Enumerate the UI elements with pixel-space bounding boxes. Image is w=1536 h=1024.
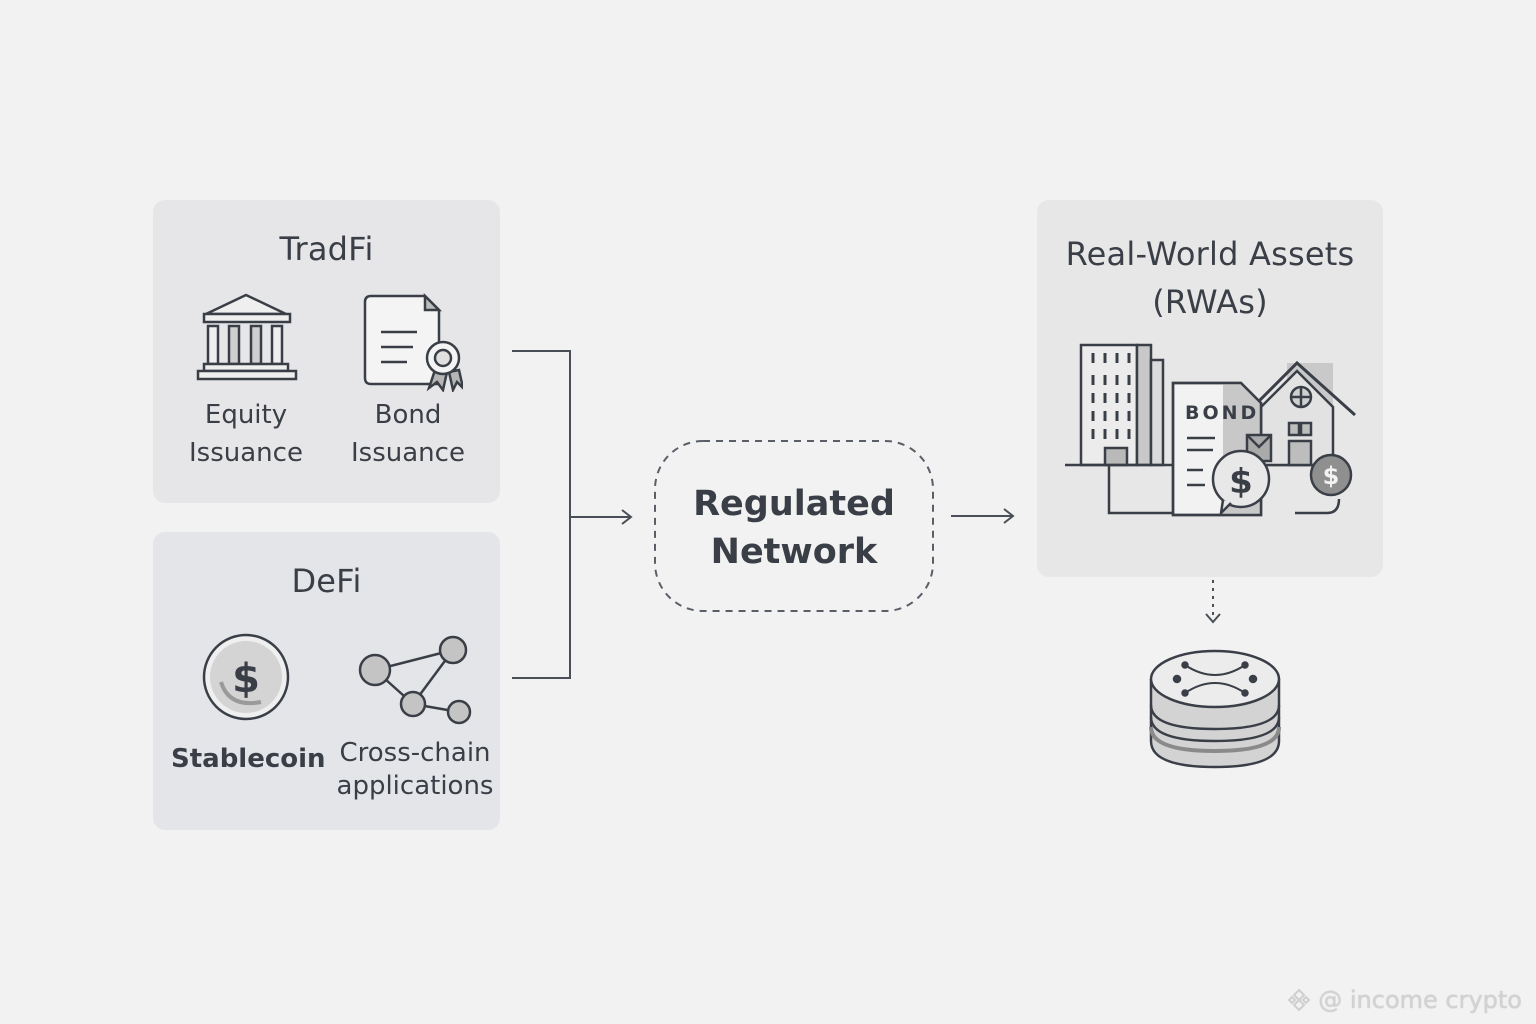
stablecoin-item: $ Stablecoin (171, 632, 326, 778)
rwa-panel: Real-World Assets (RWAs) (1037, 200, 1383, 577)
dotted-arrow-head (1205, 613, 1221, 624)
small-coin-dollar-sign: $ (1323, 462, 1340, 490)
bracket-connector (512, 350, 571, 679)
network-nodes-icon (358, 635, 472, 725)
bond-text: BOND (1185, 402, 1259, 424)
defi-panel: DeFi $ Stablecoin Cross-chain applicatio… (153, 532, 500, 830)
stablecoin-label: Stablecoin (171, 744, 326, 774)
arrow-head-network (621, 509, 633, 525)
watermark: @ income crypto (1286, 986, 1522, 1014)
cross-chain-item: Cross-chain applications (335, 632, 495, 803)
office-building-icon (1079, 343, 1165, 467)
regulated-network-label: Regulated Network (693, 484, 895, 572)
bond-issuance-label: Bond Issuance (351, 400, 465, 468)
house-icon (1253, 360, 1357, 467)
coin-dollar-sign: $ (232, 656, 260, 702)
binance-logo-icon (1287, 988, 1311, 1012)
rwa-title-line1: Real-World Assets (1065, 235, 1355, 273)
equity-issuance-item: Equity Issuance (171, 292, 321, 472)
rwa-title-line2: (RWAs) (1152, 283, 1268, 321)
certificate-document-icon (363, 292, 463, 392)
rwa-illustration: BOND $ $ (1065, 343, 1357, 517)
token-stack-icon (1149, 649, 1281, 769)
watermark-text: @ income crypto (1318, 986, 1522, 1014)
cross-chain-label: Cross-chain applications (336, 738, 494, 801)
small-coin-icon (1309, 453, 1353, 497)
tradfi-title: TradFi (279, 230, 374, 268)
equity-issuance-label: Equity Issuance (189, 400, 303, 468)
arrow-head-rwa (1003, 508, 1015, 524)
bond-document-icon (1171, 381, 1273, 517)
dollar-coin-icon: $ (202, 633, 290, 721)
rwa-title: Real-World Assets (RWAs) (1037, 230, 1383, 326)
bond-issuance-item: Bond Issuance (333, 292, 483, 472)
tradfi-panel: TradFi Equity Issuance (153, 200, 500, 503)
defi-title: DeFi (291, 562, 362, 600)
bank-building-icon (196, 293, 298, 381)
regulated-network-box (654, 440, 934, 612)
bond-dollar-sign: $ (1229, 462, 1253, 502)
